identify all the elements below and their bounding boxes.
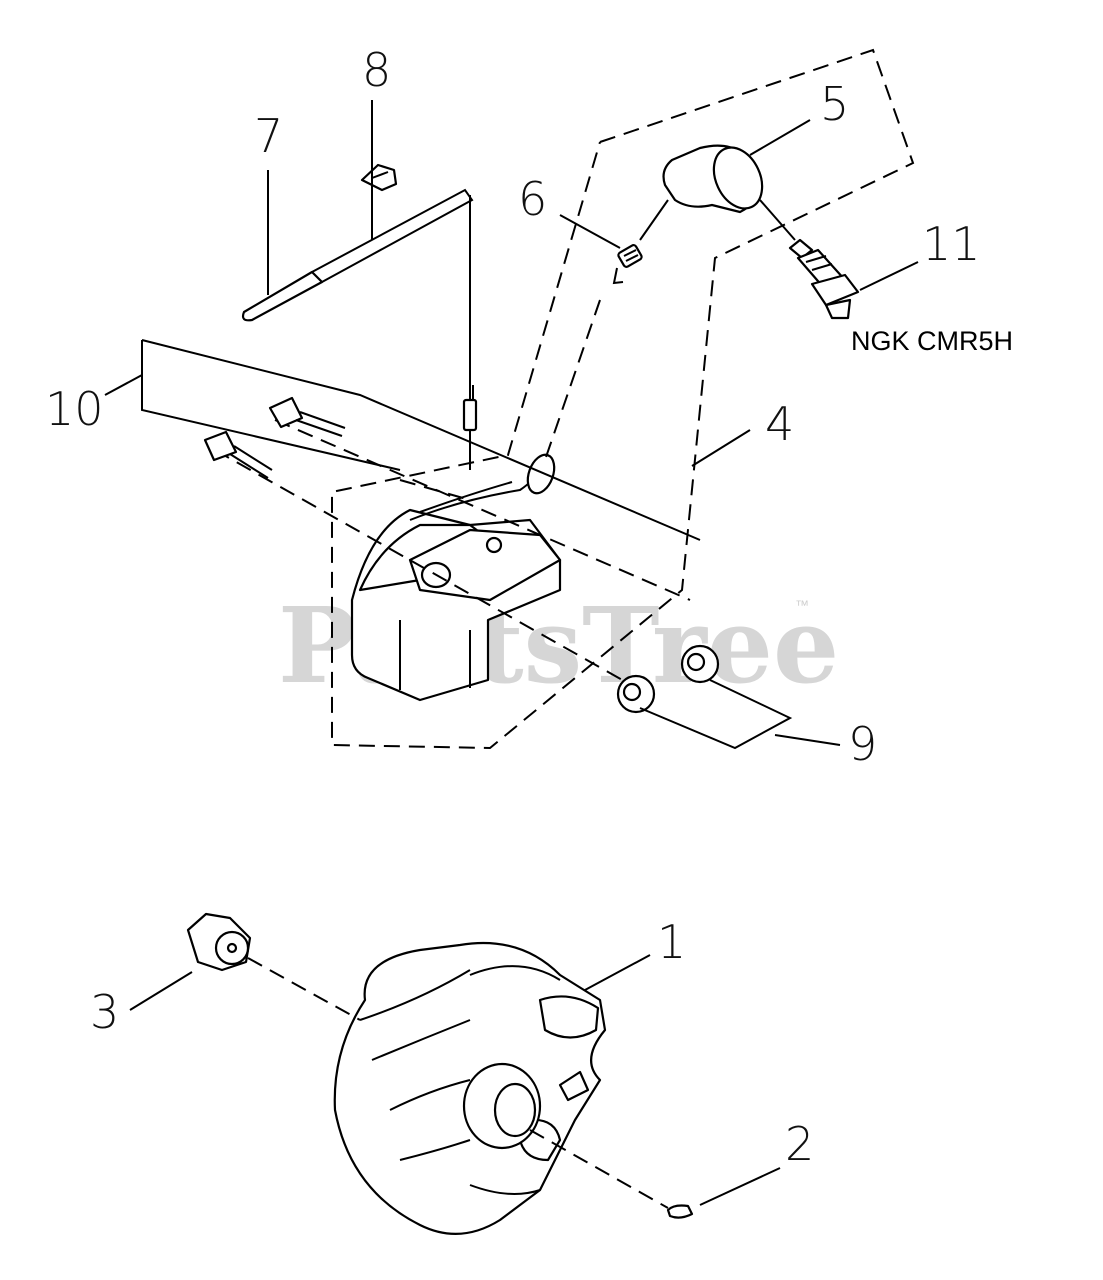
callout-4: 4 bbox=[765, 397, 794, 451]
key-leader bbox=[529, 1129, 669, 1209]
spark-plug-cap bbox=[639, 144, 796, 241]
clamp-leader bbox=[399, 479, 471, 501]
leader-3 bbox=[129, 971, 193, 1011]
leader-11 bbox=[859, 261, 919, 291]
cap-to-coil-leader bbox=[544, 299, 601, 461]
wire-clamp bbox=[360, 163, 398, 192]
leader-10 bbox=[104, 374, 143, 396]
stop-wire bbox=[241, 188, 478, 470]
callout-3: 3 bbox=[90, 985, 119, 1039]
callout-7: 7 bbox=[254, 109, 283, 163]
leader-6 bbox=[559, 214, 621, 249]
callout-6: 6 bbox=[518, 172, 547, 226]
watermark-trademark: ™ bbox=[795, 597, 809, 613]
leader-5 bbox=[749, 119, 811, 156]
spark-plug-spec: NGK CMR5H bbox=[851, 326, 1013, 356]
leader-4 bbox=[691, 429, 751, 467]
coil-group-outline bbox=[331, 48, 915, 750]
spring bbox=[612, 244, 643, 285]
ignition-coil bbox=[350, 453, 562, 702]
callout-1: 1 bbox=[657, 915, 686, 969]
callout-10: 10 bbox=[45, 382, 104, 436]
flywheel bbox=[333, 941, 607, 1235]
bolts bbox=[141, 339, 701, 691]
callout-11: 11 bbox=[922, 217, 981, 271]
key bbox=[666, 1204, 694, 1219]
nut bbox=[186, 912, 252, 972]
leader-9 bbox=[774, 734, 841, 746]
spacers bbox=[616, 644, 793, 750]
callout-2: 2 bbox=[785, 1117, 814, 1171]
callout-9: 9 bbox=[848, 717, 877, 771]
leader-1 bbox=[584, 954, 651, 991]
leader-2 bbox=[699, 1167, 781, 1206]
callout-8: 8 bbox=[362, 43, 391, 97]
nut-leader bbox=[247, 957, 361, 1021]
callout-5: 5 bbox=[820, 77, 849, 131]
spark-plug bbox=[788, 238, 860, 320]
